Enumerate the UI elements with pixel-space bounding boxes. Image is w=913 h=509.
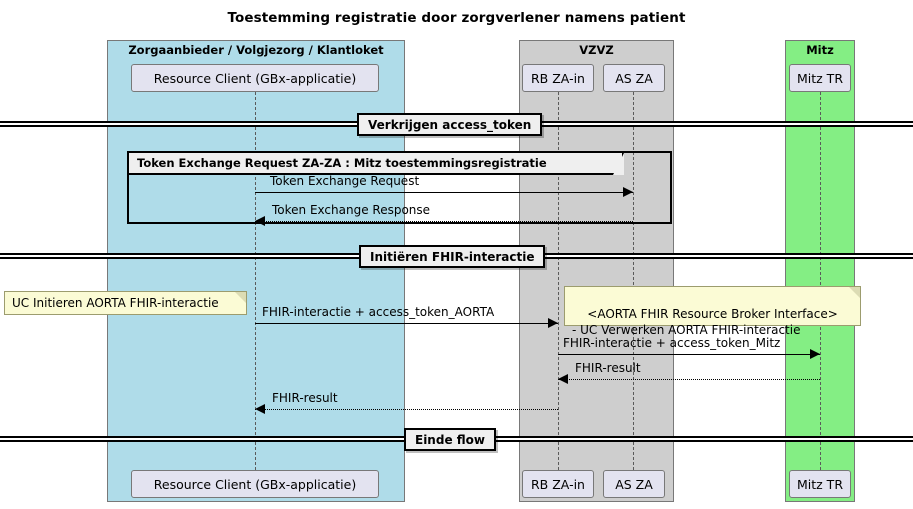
group-title-zorgaanbieder: Zorgaanbieder / Volgjezorg / Klantloket — [128, 43, 384, 57]
message-line-fhir-interactie-mitz — [558, 354, 820, 355]
divider-initieren-fhir-interactie: Initiëren FHIR-interactie — [359, 245, 546, 268]
message-label-token-exchange-request: Token Exchange Request — [270, 174, 420, 188]
message-arrowhead-fhir-interactie-mitz — [810, 349, 820, 359]
participant-mitz-tr-top[interactable]: Mitz TR — [789, 64, 851, 92]
message-arrowhead-token-exchange-response — [255, 216, 265, 226]
participant-resource-client-top[interactable]: Resource Client (GBx-applicatie) — [131, 64, 379, 92]
participant-rb-za-in-bottom[interactable]: RB ZA-in — [522, 470, 594, 498]
note-uc-initieren: UC Initieren AORTA FHIR-interactie — [4, 291, 247, 315]
participant-resource-client-bottom[interactable]: Resource Client (GBx-applicatie) — [131, 470, 379, 498]
note-aorta-broker: <AORTA FHIR Resource Broker Interface> -… — [564, 286, 861, 337]
participant-rb-za-in-top[interactable]: RB ZA-in — [522, 64, 594, 92]
message-label-fhir-result-client: FHIR-result — [272, 391, 338, 405]
fragment-token-exchange — [127, 151, 672, 224]
message-arrowhead-token-exchange-request — [623, 187, 633, 197]
note-fold-corner-icon-2 — [849, 287, 860, 298]
lifeline-rb-za-in — [558, 92, 559, 470]
lifeline-mitz-tr — [820, 92, 821, 470]
lifeline-resource-client — [255, 92, 256, 470]
message-label-token-exchange-response: Token Exchange Response — [272, 203, 431, 217]
message-arrowhead-fhir-result-client — [255, 404, 265, 414]
group-box-vzvz — [519, 40, 674, 502]
fragment-token-exchange-label: Token Exchange Request ZA-ZA : Mitz toes… — [129, 153, 624, 175]
group-box-zorgaanbieder — [107, 40, 405, 502]
group-title-mitz: Mitz — [806, 43, 834, 57]
note-aorta-broker-text: <AORTA FHIR Resource Broker Interface> -… — [572, 307, 838, 337]
participant-mitz-tr-bottom[interactable]: Mitz TR — [789, 470, 851, 498]
message-label-fhir-interactie-mitz: FHIR-interactie + access_token_Mitz — [563, 336, 781, 350]
divider-verkrijgen-access-token: Verkrijgen access_token — [357, 113, 543, 136]
message-line-fhir-result-client — [255, 409, 558, 410]
divider-einde-flow: Einde flow — [404, 428, 496, 451]
message-line-fhir-interactie-aorta — [255, 323, 558, 324]
message-arrowhead-fhir-interactie-aorta — [548, 318, 558, 328]
participant-as-za-bottom[interactable]: AS ZA — [603, 470, 665, 498]
message-line-token-exchange-response — [255, 221, 633, 222]
page-title: Toestemming registratie door zorgverlene… — [227, 10, 686, 26]
message-label-fhir-result-mitz: FHIR-result — [575, 361, 641, 375]
group-title-vzvz: VZVZ — [579, 43, 614, 57]
participant-as-za-top[interactable]: AS ZA — [603, 64, 665, 92]
message-arrowhead-fhir-result-mitz — [558, 374, 568, 384]
message-label-fhir-interactie-aorta: FHIR-interactie + access_token_AORTA — [262, 305, 495, 319]
message-line-token-exchange-request — [255, 192, 633, 193]
note-uc-initieren-text: UC Initieren AORTA FHIR-interactie — [12, 296, 219, 310]
lifeline-as-za — [633, 92, 634, 470]
note-fold-corner-icon — [235, 292, 246, 303]
message-line-fhir-result-mitz — [558, 379, 820, 380]
